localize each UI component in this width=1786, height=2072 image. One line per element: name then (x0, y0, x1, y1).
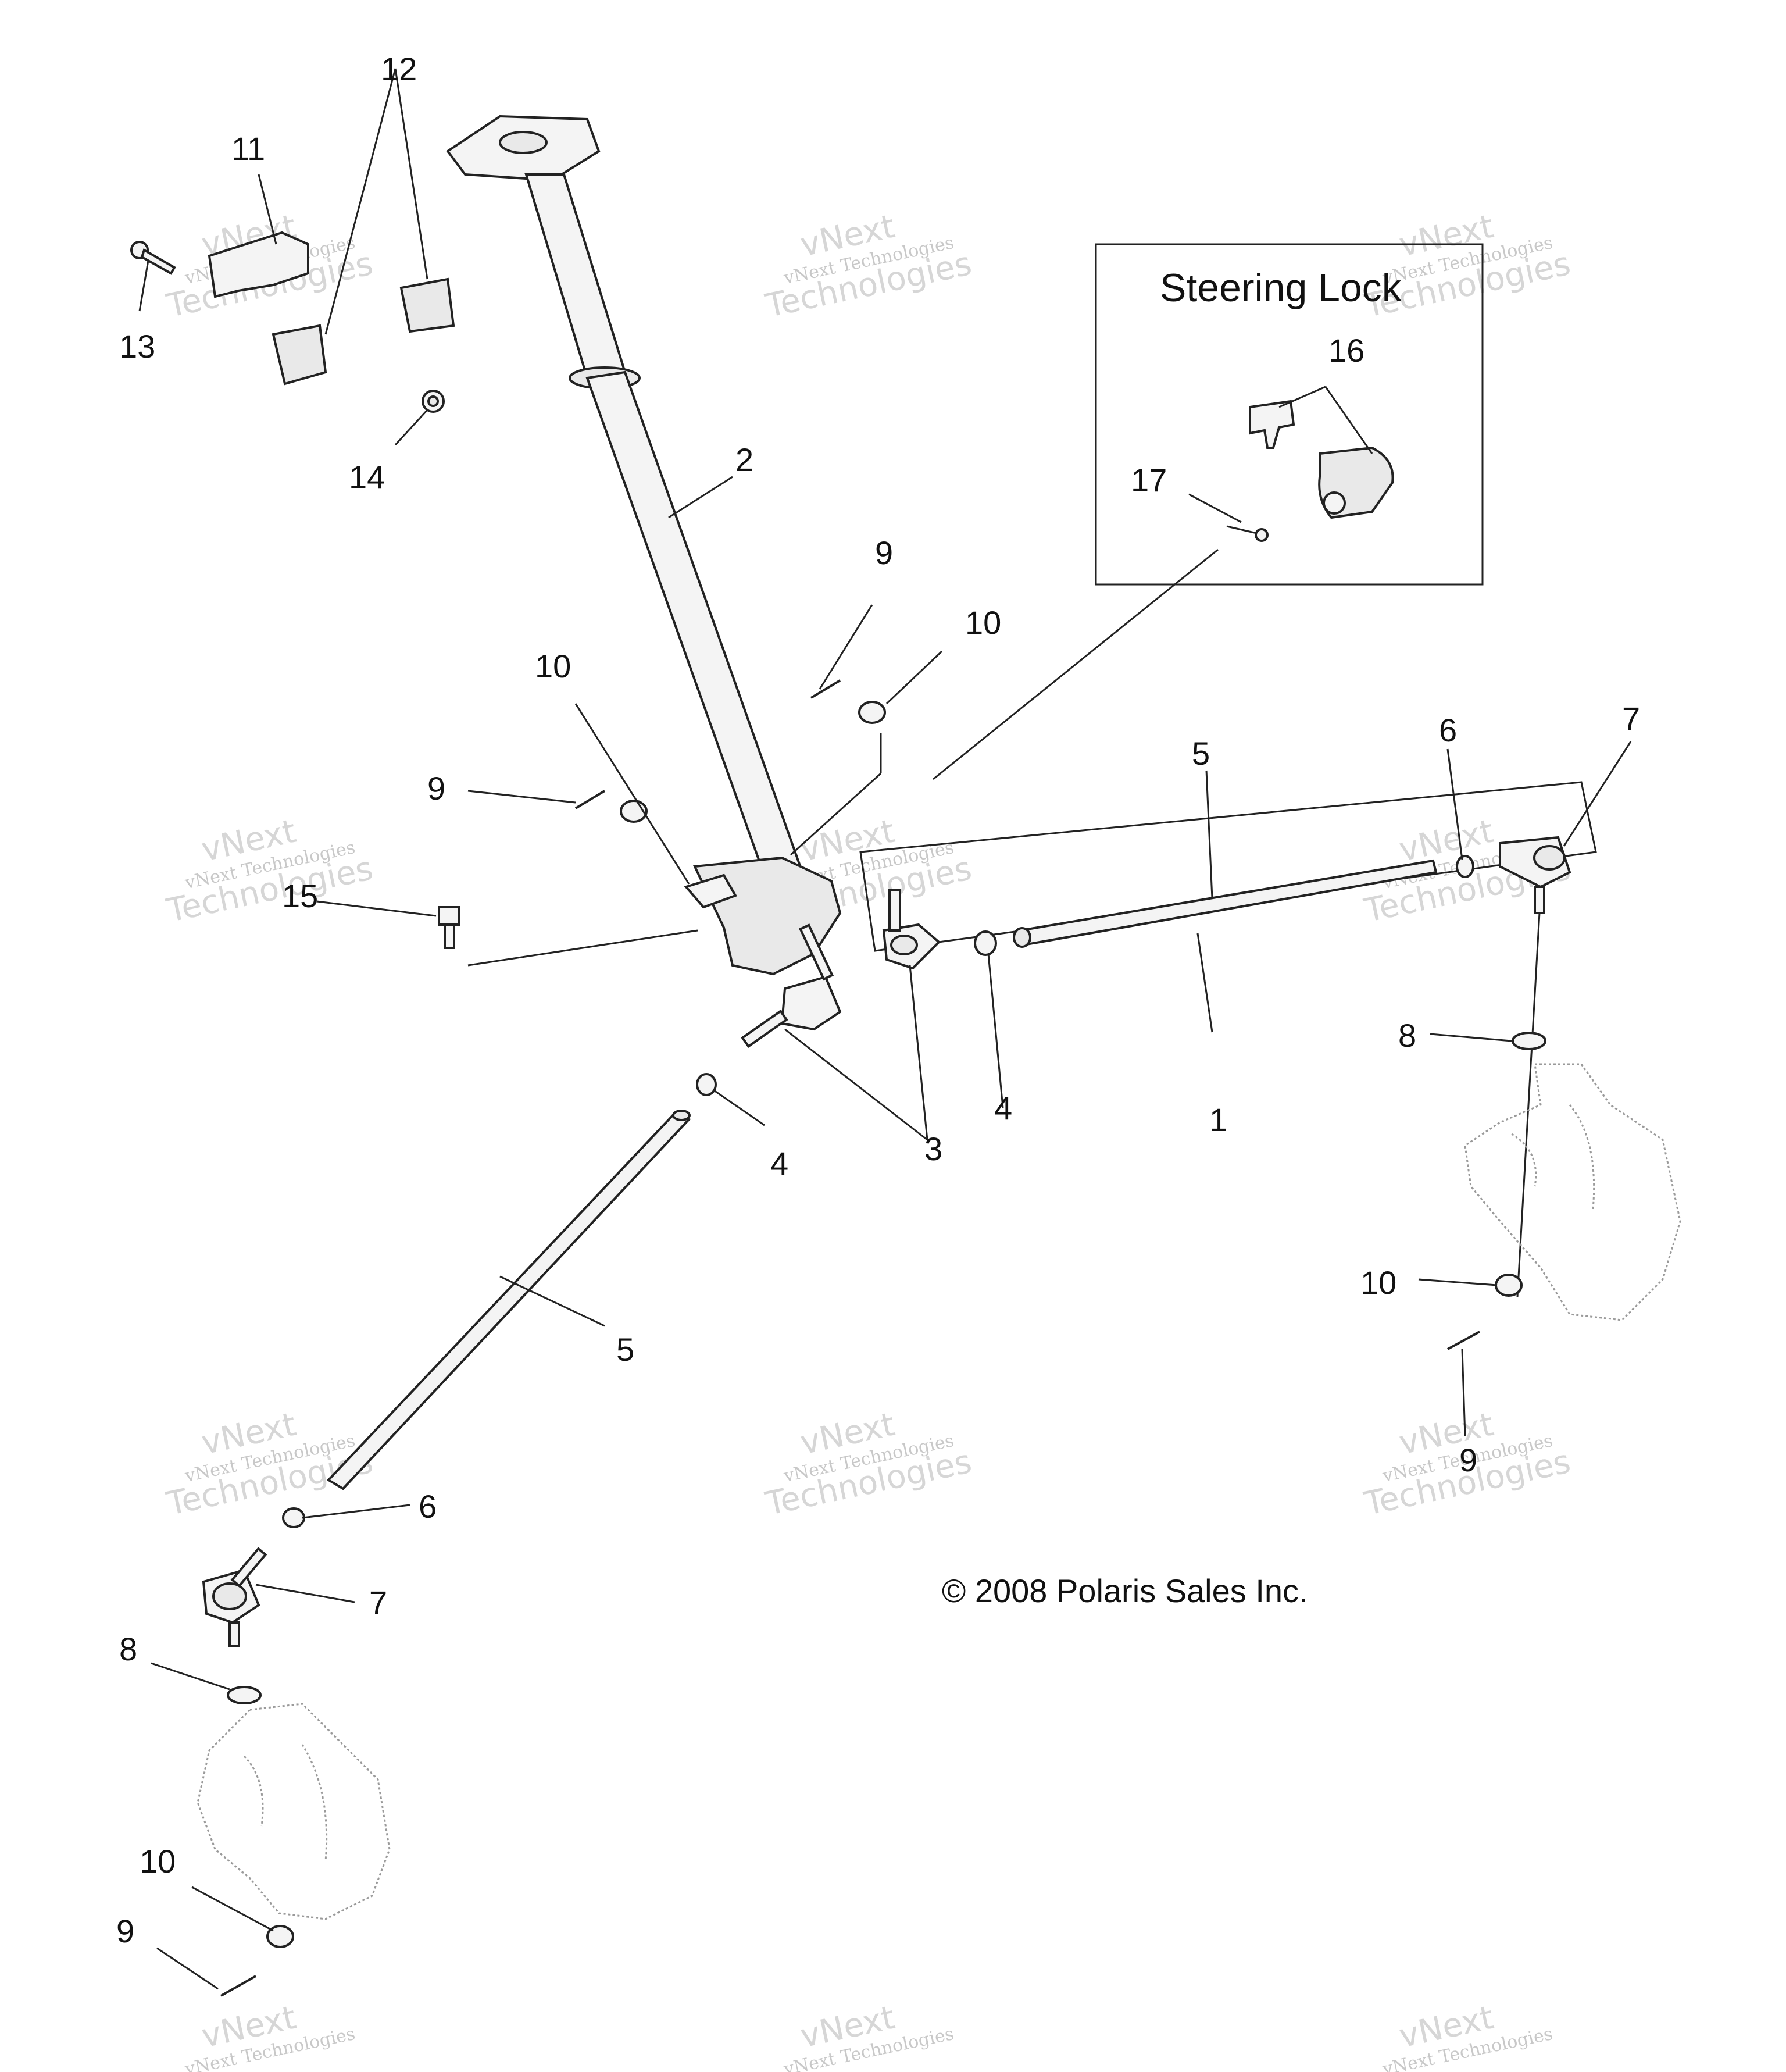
cotter-pin-left-part (220, 1975, 256, 1997)
callout-7-lower: 7 (369, 1584, 387, 1621)
jam-nut-right-part (1456, 855, 1474, 878)
callout-8-right: 8 (1398, 1017, 1416, 1054)
tie-rod-upper-part (1013, 859, 1438, 948)
bolt-part (130, 241, 176, 275)
callout-10-column: 10 (535, 648, 571, 684)
callout-11: 11 (231, 130, 265, 167)
washer-right-part (1512, 1032, 1546, 1050)
callout-12: 12 (381, 51, 417, 87)
tie-rod-end-lower-part (741, 923, 842, 1049)
leader-17 (1188, 493, 1242, 523)
spindle-right-part (1464, 1063, 1681, 1321)
watermark: vNext vNext Technologies (1380, 1999, 1555, 2072)
leader-lines (138, 68, 1632, 1990)
castle-nut-left-part (266, 1925, 294, 1948)
callout-9-left: 9 (116, 1913, 134, 1949)
stud-axis-right (1516, 912, 1541, 1297)
callout-14: 14 (349, 459, 385, 495)
callout-7-upper: 7 (1622, 700, 1640, 737)
cotter-pin-right-part (1447, 1331, 1480, 1350)
copyright-notice: © 2008 Polaris Sales Inc. (942, 1572, 1308, 1609)
tie-rod-assembly-box (859, 781, 1597, 952)
steering-lock-title: Steering Lock (1160, 266, 1402, 310)
bushing-part (272, 277, 455, 386)
castle-nut-upper-part (858, 701, 886, 724)
callout-4-lower: 4 (770, 1145, 788, 1182)
inset-reference-line (933, 548, 1219, 780)
callout-13: 13 (119, 328, 155, 365)
callout-16: 16 (1328, 332, 1364, 369)
callout-9-column: 9 (427, 770, 445, 807)
callout-3: 3 (924, 1130, 942, 1167)
watermark: vNext vNext Technologies Technologies (163, 812, 376, 930)
steering-lock-key-part (1249, 400, 1295, 449)
cotter-pin-column-part (574, 790, 606, 809)
washer-lower-left-part (227, 1686, 262, 1704)
callout-10-upper: 10 (965, 604, 1001, 641)
callout-8-left: 8 (119, 1631, 137, 1667)
tie-rod-end-lower-left-part (202, 1547, 267, 1647)
clamp-bracket-part (208, 231, 309, 298)
cotter-pin-upper-part (810, 679, 841, 699)
callout-labels: 1 2 3 4 4 5 5 6 6 7 7 8 8 9 9 9 9 10 10 … (116, 51, 1640, 1949)
watermark: vNext vNext Technologies (183, 1999, 357, 2072)
callout-2: 2 (735, 441, 753, 478)
jam-nut-lower-part (696, 1073, 717, 1096)
steering-lock-screw-part (1226, 525, 1269, 542)
spindle-left-part (197, 1703, 391, 1920)
callout-10-right: 10 (1360, 1264, 1396, 1301)
watermark: vNext vNext Technologies (781, 1999, 956, 2072)
callout-6-lower: 6 (419, 1488, 437, 1525)
callout-5-upper: 5 (1192, 735, 1210, 772)
steering-lock-body-part (1318, 446, 1394, 519)
callout-9-upper: 9 (875, 534, 893, 571)
callout-9-right: 9 (1459, 1442, 1477, 1478)
callout-6-upper: 6 (1439, 712, 1457, 748)
steering-lock-inset-box (1095, 243, 1484, 586)
callout-15: 15 (282, 878, 318, 914)
tie-rod-lower-part (326, 1110, 691, 1490)
jam-nut-part (974, 930, 997, 956)
callout-1: 1 (1209, 1101, 1227, 1138)
callout-10-left: 10 (140, 1843, 176, 1880)
watermark: vNext vNext Technologies Technologies (163, 1406, 376, 1523)
jam-nut-lower-left-part (282, 1507, 305, 1528)
nut-part (422, 390, 445, 413)
callout-17: 17 (1131, 462, 1167, 498)
castle-nut-right-part (1495, 1274, 1523, 1297)
bolt-part-15 (438, 906, 460, 949)
watermark: vNext vNext Technologies Technologies (762, 1406, 975, 1523)
steering-column-part (446, 115, 842, 976)
callout-4-upper: 4 (994, 1090, 1012, 1126)
tie-rod-end-part (882, 889, 941, 970)
leader-16-b (1278, 386, 1326, 408)
callout-5-lower: 5 (616, 1331, 634, 1368)
leader-16-a (1324, 386, 1373, 454)
tie-rod-end-right-part (1499, 836, 1571, 914)
watermark: vNext vNext Technologies Technologies (762, 208, 975, 325)
